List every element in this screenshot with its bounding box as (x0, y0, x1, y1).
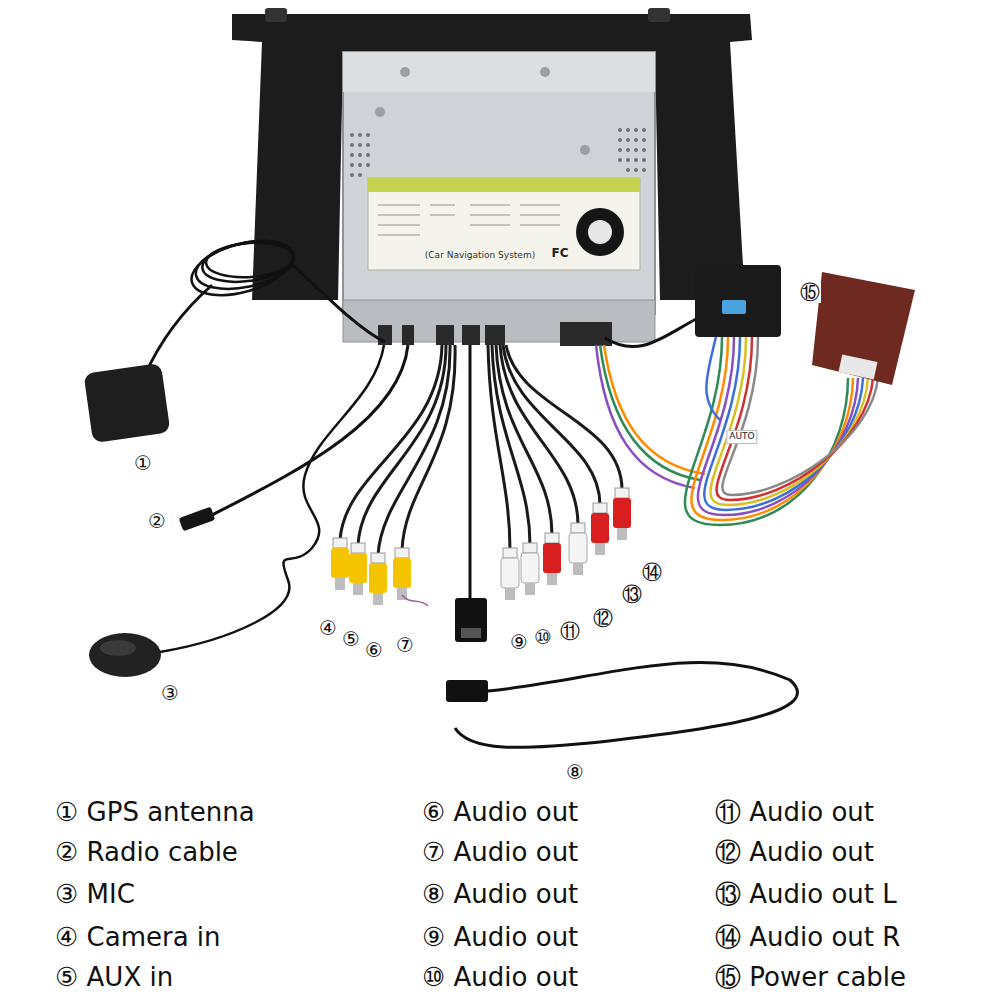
callout-number: ⑪ (559, 620, 581, 642)
gps-cable (145, 285, 212, 375)
part-list-item: ③ MIC (55, 880, 135, 909)
rca-cables (488, 345, 622, 550)
thin-wire (402, 595, 428, 606)
sticker-print (378, 205, 560, 235)
gps-antenna (84, 363, 171, 443)
harness-connector (695, 265, 781, 337)
callout-number: ⑨ (509, 631, 529, 653)
usb-socket (455, 598, 487, 642)
gps-cable (290, 262, 385, 342)
part-list-item: ⑮ Power cable (715, 963, 906, 992)
sticker-text: (Car Navigation System) (425, 251, 535, 261)
connector-latch (722, 300, 746, 314)
round-sticker-icon (588, 220, 612, 244)
callout-number: ⑮ (799, 281, 821, 303)
usb-cable (469, 345, 472, 598)
part-list-item: ④ Camera in (55, 923, 221, 952)
mic-cable (160, 345, 384, 652)
callout-number: ⑥ (364, 639, 384, 661)
chassis-top (343, 52, 655, 92)
sticker-band (368, 178, 640, 192)
part-list-item: ⑤ AUX in (55, 963, 173, 992)
callout-number: ③ (160, 682, 180, 704)
callout-number: ⑦ (395, 634, 415, 656)
bezel-tab (265, 8, 287, 22)
part-list-item: ⑨ Audio out (422, 923, 578, 952)
rca-cables (340, 345, 455, 555)
microphone-top (100, 640, 136, 656)
part-list-item: ⑪ Audio out (715, 798, 874, 827)
power-lead (605, 318, 698, 347)
part-list-item: ② Radio cable (55, 838, 238, 867)
part-list-item: ⑧ Audio out (422, 880, 578, 909)
part-list-item: ① GPS antenna (55, 798, 255, 827)
callout-number: ① (133, 452, 153, 474)
yellow-rca-plugs (331, 538, 411, 605)
callout-number: ② (147, 510, 167, 532)
callout-number: ⑤ (341, 628, 361, 650)
certification-mark: FC (551, 247, 568, 260)
round-sticker (576, 208, 624, 256)
screw (580, 145, 590, 155)
callout-number: ④ (318, 617, 338, 639)
usb-socket-port (461, 628, 481, 638)
part-list-item: ⑫ Audio out (715, 838, 874, 867)
callout-number: ⑭ (641, 561, 663, 583)
screw (540, 67, 550, 77)
screw (375, 107, 385, 117)
callout-number: ⑬ (621, 583, 643, 605)
vent-holes (350, 128, 646, 177)
part-list-item: ⑭ Audio out R (715, 923, 900, 952)
label-sticker (368, 178, 640, 270)
sockets (378, 322, 612, 346)
callout-number: ⑫ (592, 607, 614, 629)
part-list-item: ⑥ Audio out (422, 798, 578, 827)
microphone (89, 633, 161, 677)
part-list-item: ⑦ Audio out (422, 838, 578, 867)
part-list-item: ⑩ Audio out (422, 963, 578, 992)
audio-rca-plugs (501, 488, 631, 600)
bezel-tab (648, 8, 670, 22)
usb-extension-cable (455, 663, 797, 748)
wire-tag: AUTO (726, 430, 757, 444)
chassis (343, 52, 655, 314)
callout-number: ⑩ (533, 626, 553, 648)
callout-number: ⑧ (565, 761, 585, 783)
part-list-item: ⑬ Audio out L (715, 880, 897, 909)
usb-plug (446, 680, 488, 702)
radio-plug (179, 507, 216, 532)
cable-coil (185, 231, 298, 306)
screw (400, 67, 410, 77)
harness-connector (812, 272, 915, 385)
connector-pins (839, 354, 878, 379)
